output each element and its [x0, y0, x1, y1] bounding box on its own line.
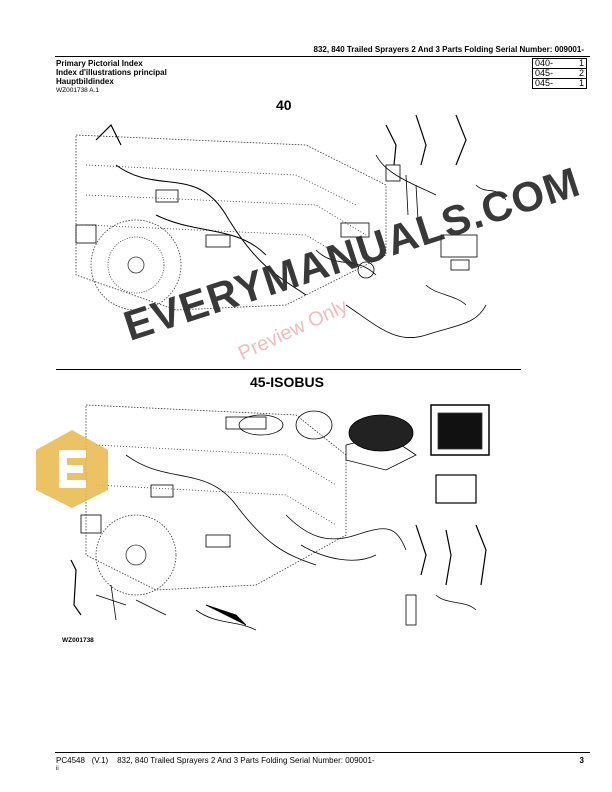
watermark-logo-icon: [36, 430, 108, 508]
figure-code: WZ001738: [62, 637, 94, 644]
pictorial-index-titles: Primary Pictorial Index Index d'illustra…: [56, 59, 167, 86]
table-row[interactable]: 045- 2: [532, 68, 588, 79]
document-header-title: 832, 840 Trailed Sprayers 2 And 3 Parts …: [313, 45, 585, 54]
index-title-fr: Index d'illustrations principal: [56, 68, 167, 77]
index-title-en: Primary Pictorial Index: [56, 59, 143, 68]
illustration-ref-code: WZ001738 A.1: [56, 87, 99, 94]
section-label-45-isobus[interactable]: 45-ISOBUS: [250, 374, 324, 390]
page-number: 1: [570, 78, 588, 89]
footer-doc-info: PC4548 (V.1) 832, 840 Trailed Sprayers 2…: [56, 756, 375, 765]
page-number: 1: [570, 58, 588, 69]
page-number: 2: [570, 68, 588, 79]
footer-rule: [55, 752, 590, 753]
section-code: 045-: [532, 68, 571, 79]
table-row[interactable]: 045- 1: [532, 78, 588, 89]
sprayer-illustration-40[interactable]: [56, 105, 586, 370]
section-divider: [56, 369, 521, 370]
index-title-de: Hauptbildindex: [56, 77, 114, 86]
section-code: 045-: [532, 78, 571, 89]
header-rule: [55, 56, 590, 57]
section-page-table: 040- 1 045- 2 045- 1: [532, 58, 588, 89]
table-row[interactable]: 040- 1: [532, 58, 588, 69]
sprayer-illustration-45-isobus[interactable]: [56, 385, 586, 645]
page-number-footer: 3: [579, 756, 584, 765]
section-code: 040-: [532, 58, 571, 69]
footer-subpage: ii: [56, 766, 59, 772]
section-label-40[interactable]: 40: [276, 97, 292, 113]
